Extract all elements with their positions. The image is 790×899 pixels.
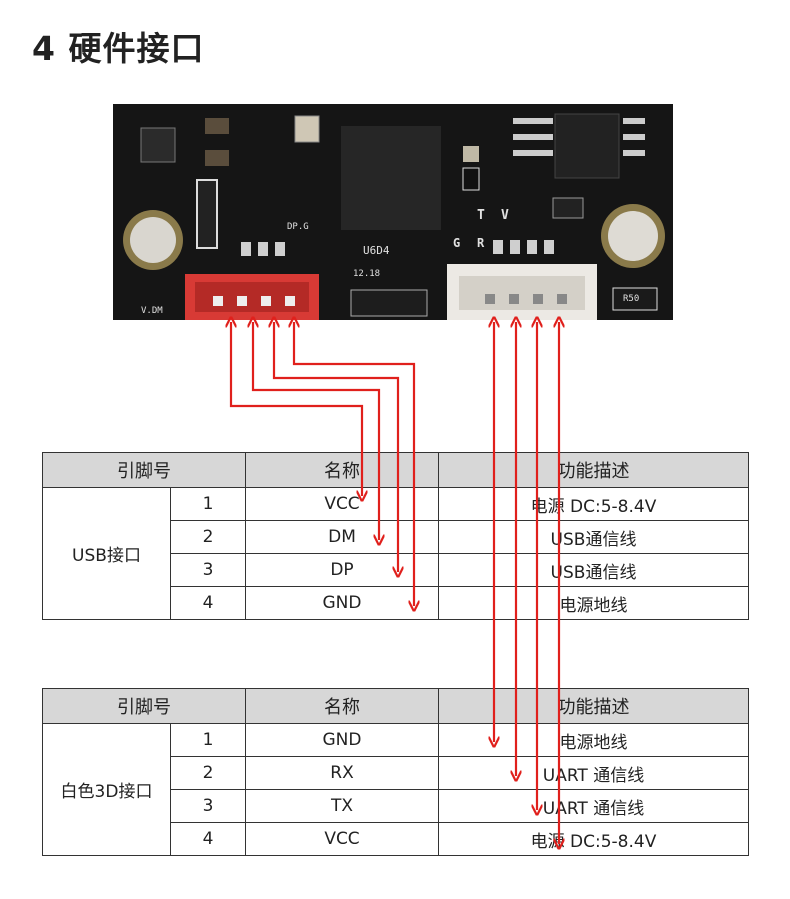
- v-label: V: [501, 208, 509, 223]
- pin-desc: 电源地线: [438, 586, 749, 620]
- header-pin: 引脚号: [42, 452, 246, 488]
- pin-name: DP: [245, 553, 439, 587]
- chip-label: U6D4: [363, 244, 390, 257]
- usb-pin-table: 引脚号 名称 功能描述 USB接口 1 VCC 电源 DC:5-8.4V 2 D…: [42, 452, 749, 620]
- header-desc: 功能描述: [438, 452, 749, 488]
- g-label: G: [453, 236, 461, 250]
- t-label: T: [477, 208, 485, 223]
- table-row: 4 VCC 电源 DC:5-8.4V: [43, 822, 749, 856]
- pin-number: 3: [170, 789, 246, 823]
- resistor-label: R50: [623, 294, 640, 304]
- pin-number: 4: [170, 822, 246, 856]
- table-row: 2 RX UART 通信线: [43, 756, 749, 790]
- pin-number: 3: [170, 553, 246, 587]
- header-name: 名称: [245, 452, 439, 488]
- pin-number: 4: [170, 586, 246, 620]
- table-row: 3 TX UART 通信线: [43, 789, 749, 823]
- header-name: 名称: [245, 688, 439, 724]
- r-label: R: [477, 236, 485, 250]
- pin-number: 1: [170, 723, 246, 757]
- pin-name: VCC: [245, 487, 439, 521]
- pcb-drawing: [113, 104, 673, 320]
- pin-name: GND: [245, 586, 439, 620]
- page-title: 4 硬件接口: [32, 29, 205, 68]
- pcb-board-image: U6D4 12.18 DP.G V.DM T V G R R50: [113, 104, 673, 320]
- dp-label: DP.G: [287, 222, 309, 232]
- header-pin: 引脚号: [42, 688, 246, 724]
- vdm-label: V.DM: [141, 306, 163, 316]
- date-label: 12.18: [353, 269, 381, 279]
- table-header-row: 引脚号 名称 功能描述: [42, 452, 749, 488]
- pin-desc: UART 通信线: [438, 789, 749, 823]
- pin-desc: 电源 DC:5-8.4V: [438, 487, 749, 521]
- header-desc: 功能描述: [438, 688, 749, 724]
- pin-name: VCC: [245, 822, 439, 856]
- table-header-row: 引脚号 名称 功能描述: [42, 688, 749, 724]
- pin-name: DM: [245, 520, 439, 554]
- table-row: 白色3D接口 1 GND 电源地线: [42, 723, 749, 856]
- pin-desc: 电源 DC:5-8.4V: [438, 822, 749, 856]
- pin-desc: UART 通信线: [438, 756, 749, 790]
- pin-desc: USB通信线: [438, 520, 749, 554]
- pin-name: TX: [245, 789, 439, 823]
- table-row: USB接口 1 VCC 电源 DC:5-8.4V: [42, 487, 749, 620]
- uart-pin-table: 引脚号 名称 功能描述 白色3D接口 1 GND 电源地线 2 RX UART …: [42, 688, 749, 856]
- pin-desc: USB通信线: [438, 553, 749, 587]
- pin-number: 2: [170, 520, 246, 554]
- group-label: 白色3D接口: [42, 723, 171, 856]
- pin-name: RX: [245, 756, 439, 790]
- pin-number: 1: [170, 487, 246, 521]
- group-label: USB接口: [42, 487, 171, 620]
- pin-number: 2: [170, 756, 246, 790]
- pin-desc: 电源地线: [438, 723, 749, 757]
- pin-name: GND: [245, 723, 439, 757]
